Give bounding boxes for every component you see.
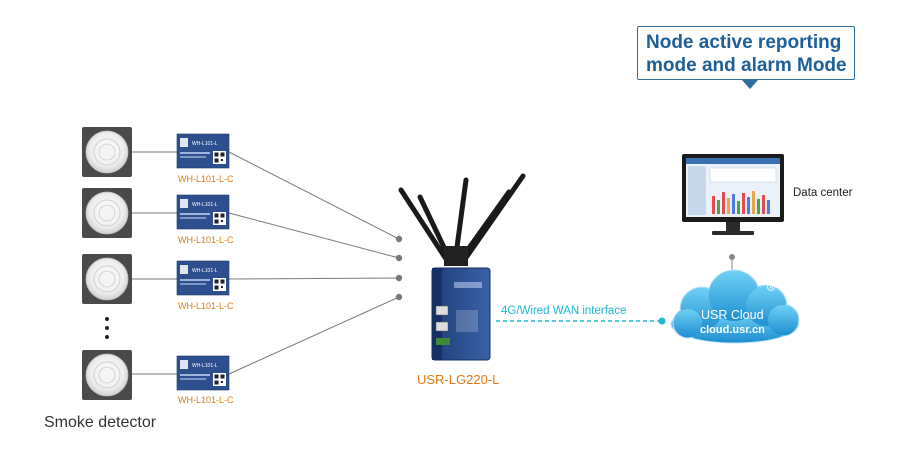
cloud-url: cloud.usr.cn — [700, 324, 765, 336]
registered-mark-icon — [767, 283, 775, 291]
module-label-4: WH-L101-L-C — [178, 395, 234, 405]
registered-mark-glyph: R — [770, 285, 774, 291]
monitor-connector-dot — [729, 254, 735, 260]
module-link-2 — [228, 212, 400, 259]
usr-cloud: R — [670, 269, 800, 344]
lora-module-1 — [176, 133, 230, 169]
module-link-1 — [228, 151, 400, 240]
module-label-1: WH-L101-L-C — [178, 174, 234, 184]
module-chip-text-2: WH-L101-L — [192, 202, 218, 208]
callout-pointer-icon — [742, 80, 758, 89]
lora-module-2 — [176, 194, 230, 230]
lora-module-3 — [176, 260, 230, 296]
gateway-port-1 — [395, 235, 403, 243]
smoke-detector-1 — [81, 126, 133, 178]
gateway-device — [398, 173, 526, 361]
data-center-monitor — [682, 154, 784, 235]
gateway-label: USR-LG220-L — [417, 372, 499, 387]
lora-module-4 — [176, 355, 230, 391]
gateway-port-3 — [395, 274, 403, 282]
wan-link-endpoint — [658, 317, 666, 325]
module-link-4 — [228, 296, 400, 375]
wan-link-label: 4G/Wired WAN interface — [501, 305, 626, 317]
smoke-detector-3 — [81, 253, 133, 305]
smoke-detector-4 — [81, 349, 133, 401]
gateway-port-4 — [395, 293, 403, 301]
module-label-3: WH-L101-L-C — [178, 301, 234, 311]
more-detectors-ellipsis — [105, 317, 109, 339]
callout-text: Node active reporting mode and alarm Mod… — [646, 31, 847, 77]
mode-callout: Node active reporting mode and alarm Mod… — [637, 26, 855, 80]
monitor-bars — [712, 191, 770, 214]
callout-line-1: Node active reporting — [646, 32, 842, 53]
smoke-detector-2 — [81, 187, 133, 239]
data-center-label: Data center — [793, 187, 853, 199]
module-label-2: WH-L101-L-C — [178, 235, 234, 245]
cloud-name: USR Cloud — [701, 308, 764, 322]
smoke-detector-label: Smoke detector — [44, 414, 157, 431]
module-chip-text-1: WH-L101-L — [192, 141, 218, 147]
module-link-3 — [228, 277, 400, 280]
gateway-port-2 — [395, 254, 403, 262]
module-chip-text-3: WH-L101-L — [192, 268, 218, 274]
module-chip-text-4: WH-L101-L — [192, 363, 218, 369]
callout-line-2: mode and alarm Mode — [646, 55, 847, 76]
